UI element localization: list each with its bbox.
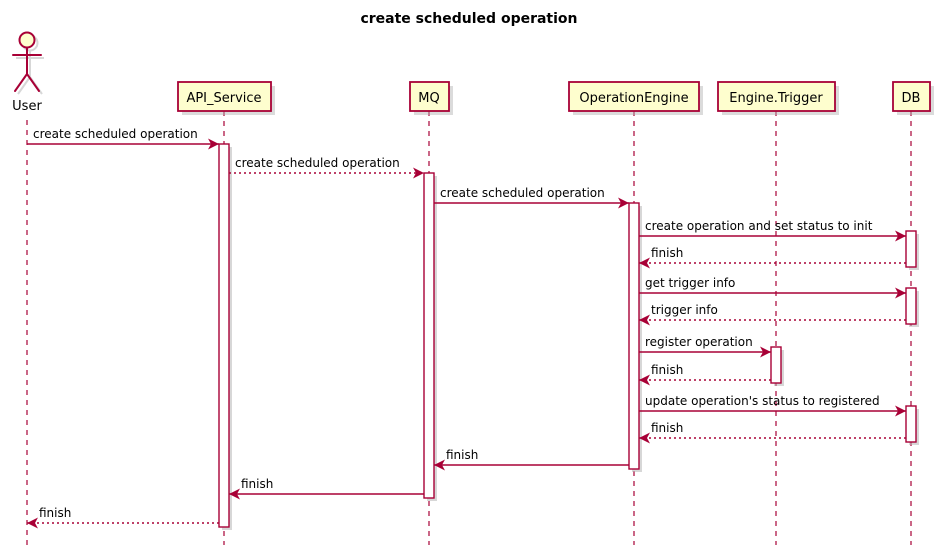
message-arrowhead-12 bbox=[434, 459, 445, 471]
message-2: create scheduled operation bbox=[229, 156, 424, 179]
actor-label-user: User bbox=[12, 99, 42, 114]
activation-bars-group bbox=[218, 143, 919, 530]
message-label-5: finish bbox=[651, 246, 683, 260]
participant-mq[interactable]: MQ bbox=[409, 81, 453, 115]
message-label-7: trigger info bbox=[651, 303, 718, 317]
participant-label-api: API_Service bbox=[186, 91, 261, 106]
message-label-6: get trigger info bbox=[645, 276, 735, 290]
message-arrowhead-3 bbox=[618, 197, 629, 209]
message-arrowhead-6 bbox=[895, 287, 906, 299]
message-3: create scheduled operation bbox=[434, 186, 629, 209]
activation-bar-db bbox=[905, 230, 919, 270]
participant-label-mq: MQ bbox=[418, 91, 439, 106]
participant-box-api[interactable] bbox=[177, 81, 272, 112]
participant-trigger[interactable]: Engine.Trigger bbox=[717, 81, 839, 115]
message-label-2: create scheduled operation bbox=[235, 156, 400, 170]
message-arrowhead-8 bbox=[760, 346, 771, 358]
message-label-3: create scheduled operation bbox=[440, 186, 605, 200]
participant-box-trigger[interactable] bbox=[717, 81, 836, 112]
activation-bar-trigger bbox=[770, 346, 784, 386]
message-label-8: register operation bbox=[645, 335, 753, 349]
message-arrowhead-10 bbox=[895, 405, 906, 417]
message-10: update operation's status to registered bbox=[639, 394, 906, 417]
message-arrowhead-1 bbox=[208, 138, 219, 150]
activation-bar-db bbox=[905, 287, 919, 327]
message-label-4: create operation and set status to init bbox=[645, 219, 873, 233]
activation-bar-engine bbox=[628, 202, 642, 472]
participant-label-db: DB bbox=[902, 91, 921, 106]
diagram-title: create scheduled operation bbox=[360, 11, 577, 27]
participant-box-mq[interactable] bbox=[409, 81, 450, 112]
activation-bar-db bbox=[905, 405, 919, 445]
message-label-12: finish bbox=[446, 448, 478, 462]
participant-api[interactable]: API_Service bbox=[177, 81, 275, 115]
message-5: finish bbox=[639, 246, 906, 269]
message-arrowhead-7 bbox=[639, 314, 650, 326]
message-14: finish bbox=[27, 506, 219, 529]
activation-bar-mq bbox=[423, 172, 437, 501]
message-7: trigger info bbox=[639, 303, 906, 326]
participant-box-db[interactable] bbox=[892, 81, 931, 112]
message-6: get trigger info bbox=[639, 276, 906, 299]
message-label-13: finish bbox=[241, 477, 273, 491]
messages-group: create scheduled operation create schedul… bbox=[27, 127, 906, 529]
message-arrowhead-11 bbox=[639, 432, 650, 444]
message-arrowhead-13 bbox=[229, 488, 240, 500]
message-12: finish bbox=[434, 448, 629, 471]
participant-box-engine[interactable] bbox=[568, 81, 700, 112]
message-arrowhead-9 bbox=[639, 374, 650, 386]
actor-head-icon bbox=[18, 31, 36, 49]
message-4: create operation and set status to init bbox=[639, 219, 906, 242]
message-label-10: update operation's status to registered bbox=[645, 394, 880, 408]
message-9: finish bbox=[639, 363, 771, 386]
message-arrowhead-14 bbox=[27, 517, 38, 529]
participant-label-trigger: Engine.Trigger bbox=[729, 91, 823, 106]
participant-db[interactable]: DB bbox=[892, 81, 934, 115]
actor-user: User bbox=[12, 31, 44, 114]
lifelines-group bbox=[26, 111, 912, 545]
activation-bar-api bbox=[218, 143, 232, 530]
message-label-9: finish bbox=[651, 363, 683, 377]
message-label-14: finish bbox=[39, 506, 71, 520]
participant-heads-group: User API_Service MQ OperationEngine Engine.T… bbox=[12, 31, 934, 115]
actor-body-icon bbox=[12, 47, 42, 92]
message-11: finish bbox=[639, 421, 906, 444]
message-1: create scheduled operation bbox=[27, 127, 219, 150]
participant-label-engine: OperationEngine bbox=[579, 91, 688, 106]
message-arrowhead-2 bbox=[413, 167, 424, 179]
message-arrowhead-4 bbox=[895, 230, 906, 242]
message-label-11: finish bbox=[651, 421, 683, 435]
message-arrowhead-5 bbox=[639, 257, 650, 269]
message-8: register operation bbox=[639, 335, 771, 358]
participant-engine[interactable]: OperationEngine bbox=[568, 81, 703, 115]
message-label-1: create scheduled operation bbox=[33, 127, 198, 141]
message-13: finish bbox=[229, 477, 424, 500]
